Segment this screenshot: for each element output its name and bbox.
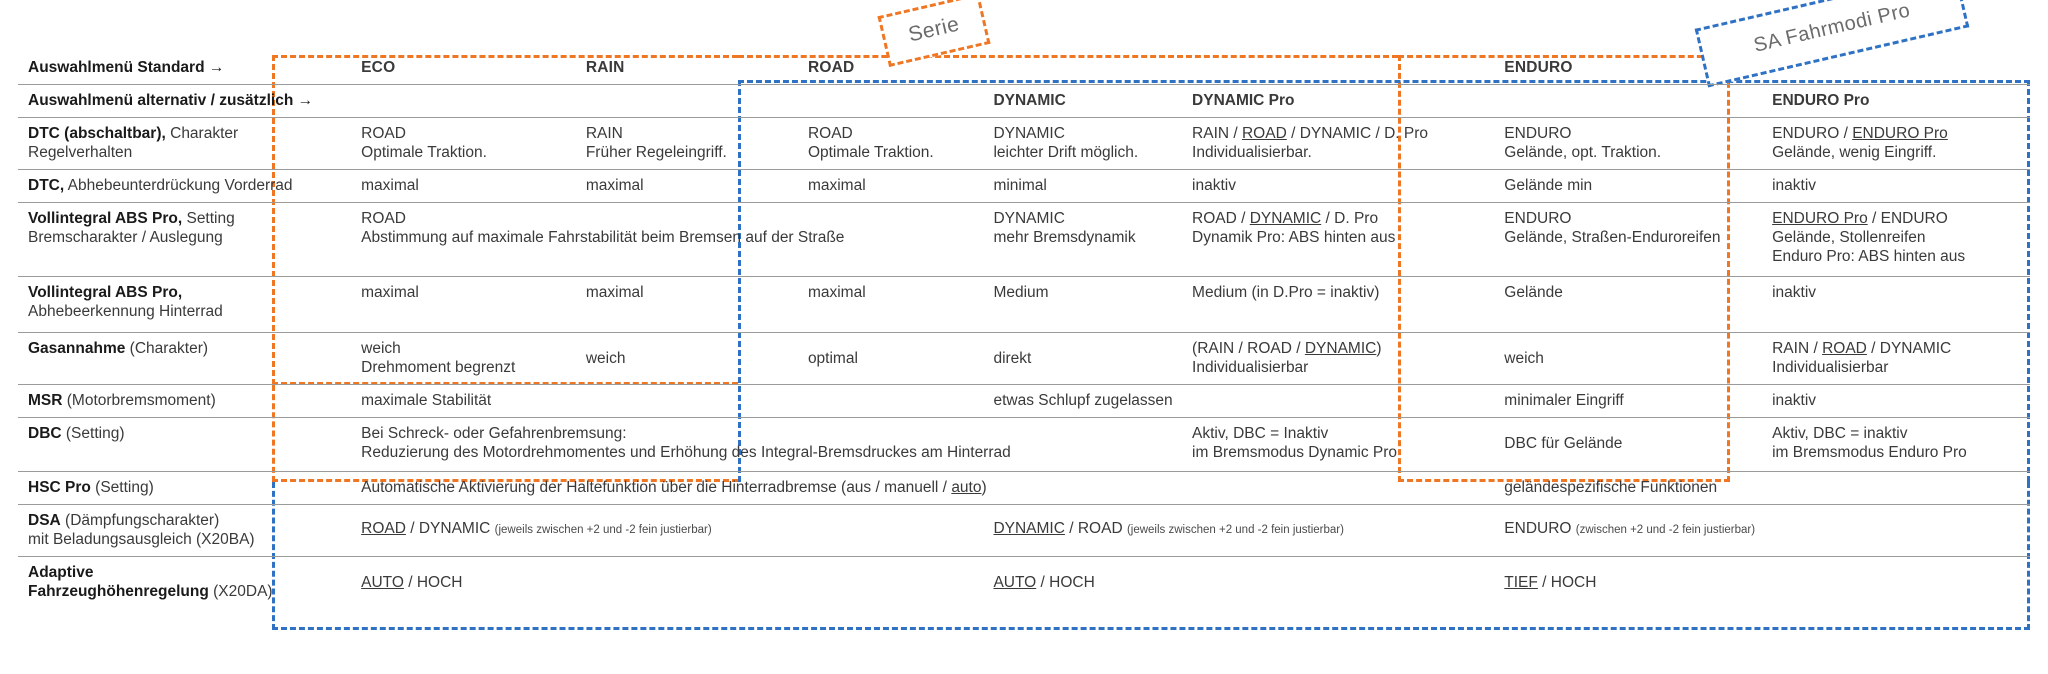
cell-abs-enduro-pro: ENDURO Pro / ENDURO Gelände, Stollenreif… [1762,202,2030,277]
alternativ-enduro-empty [1494,84,1763,118]
cell-absabh-eco: maximal [351,276,576,333]
col-header-enduro-pro: ENDURO Pro [1762,84,2030,118]
cell-dtcabh-dynamic-pro: inaktiv [1182,169,1495,203]
cell-dtc-road: ROAD Optimale Traktion. [797,117,984,170]
cell-gas-eco: weich Drehmoment begrenzt [351,332,576,385]
header-alternativ-label: Auswahlmenü alternativ / zusätzlich → [18,84,352,118]
row-label-msr: MSR (Motorbremsmoment) [18,384,352,418]
cell-dbc-enduro-pro: Aktiv, DBC = inaktiv im Bremsmodus Endur… [1762,417,2030,472]
col-header-dynamic: DYNAMIC [983,84,1183,118]
table-row-dsa: DSA (Dämpfungscharakter)mit Beladungsaus… [18,504,2030,557]
cell-msr-standard-merged: maximale Stabilität [351,384,984,418]
table-row-gasannahme: Gasannahme (Charakter) weich Drehmoment … [18,332,2030,385]
cell-dtc-enduro-pro: ENDURO / ENDURO Pro Gelände, wenig Eingr… [1762,117,2030,170]
cell-hsc-enduro: geländespezifische Funktionen [1494,471,2030,505]
cell-absabh-dynamic: Medium [983,276,1183,333]
cell-abs-dynamic-pro: ROAD / DYNAMIC / D. Pro Dynamik Pro: ABS… [1182,202,1495,277]
cell-gas-road: optimal [797,332,984,385]
row-label-dsa: DSA (Dämpfungscharakter)mit Beladungsaus… [18,504,352,557]
cell-dtcabh-dynamic: minimal [983,169,1183,203]
cell-abs-dynamic: DYNAMIC mehr Bremsdynamik [983,202,1183,277]
header-row-standard: Auswahlmenü Standard → ECO RAIN ROAD END… [18,52,2030,85]
col-header-eco: ECO [361,59,396,76]
row-label-abs-abhebe: Vollintegral ABS Pro,Abhebeerkennung Hin… [18,276,352,333]
cell-dbc-enduro: DBC für Gelände [1494,417,1763,472]
row-label-hsc-pro: HSC Pro (Setting) [18,471,352,505]
cell-msr-enduro: minimaler Eingriff [1494,384,1763,418]
cell-msr-enduro-pro: inaktiv [1762,384,2030,418]
table-row-hsc-pro: HSC Pro (Setting) Automatische Aktivieru… [18,471,2030,505]
cell-dbc-standard-merged: Bei Schreck- oder Gefahrenbremsung: Redu… [351,417,1183,472]
table-row-dtc-abhebe: DTC, Abhebeunterdrückung Vorderrad maxim… [18,169,2030,203]
cell-dsa-standard: ROAD / DYNAMIC (jeweils zwischen +2 und … [351,504,984,557]
header-standard-label: Auswahlmenü Standard → [28,59,225,76]
cell-adaptive-standard: AUTO / HOCH [351,556,984,608]
cell-dtc-enduro: ENDURO Gelände, opt. Traktion. [1494,117,1763,170]
cell-dtc-eco: ROAD Optimale Traktion. [351,117,576,170]
alternativ-std-empty [351,84,984,118]
cell-dbc-dynamic-pro: Aktiv, DBC = Inaktiv im Bremsmodus Dynam… [1182,417,1495,472]
row-label-dtc-abhebe: DTC, Abhebeunterdrückung Vorderrad [18,169,352,203]
cell-gas-dynamic-pro: (RAIN / ROAD / DYNAMIC) Individualisierb… [1182,332,1495,385]
cell-absabh-rain: maximal [575,276,798,333]
cell-dtc-dynamic-pro: RAIN / ROAD / DYNAMIC / D. Pro Individua… [1182,117,1495,170]
cell-adaptive-enduro: TIEF / HOCH [1494,556,2030,608]
cell-absabh-enduro: Gelände [1494,276,1763,333]
cell-dsa-dynamic: DYNAMIC / ROAD (jeweils zwischen +2 und … [983,504,1495,557]
cell-gas-enduro: weich [1494,332,1763,385]
cell-gas-dynamic: direkt [983,332,1183,385]
cell-dsa-enduro: ENDURO (zwischen +2 und -2 fein justierb… [1494,504,2030,557]
cell-abs-enduro: ENDURO Gelände, Straßen-Enduroreifen [1494,202,1763,277]
cell-msr-dynamic-merged: etwas Schlupf zugelassen [983,384,1495,418]
col-header-spacer [983,52,1494,85]
table-row-abs-abhebe: Vollintegral ABS Pro,Abhebeerkennung Hin… [18,276,2030,333]
col-header-road: ROAD [807,59,855,76]
cell-gas-rain: weich [575,332,798,385]
cell-dtcabh-enduro: Gelände min [1494,169,1763,203]
header-row-alternativ: Auswahlmenü alternativ / zusätzlich → DY… [18,84,2030,118]
cell-absabh-enduro-pro: inaktiv [1762,276,2030,333]
cell-gas-enduro-pro: RAIN / ROAD / DYNAMIC Individualisierbar [1762,332,2030,385]
riding-modes-table: Auswahlmenü Standard → ECO RAIN ROAD END… [18,52,2030,608]
cell-abs-standard-merged: ROAD Abstimmung auf maximale Fahrstabili… [351,202,984,277]
table-row-msr: MSR (Motorbremsmoment) maximale Stabilit… [18,384,2030,418]
cell-adaptive-dynamic: AUTO / HOCH [983,556,1495,608]
cell-dtcabh-rain: maximal [575,169,798,203]
cell-dtc-dynamic: DYNAMIC leichter Drift möglich. [983,117,1183,170]
cell-absabh-dynamic-pro: Medium (in D.Pro = inaktiv) [1182,276,1495,333]
cell-hsc-merged: Automatische Aktivierung der Haltefunkti… [351,471,1495,505]
cell-dtc-rain: RAIN Früher Regeleingriff. [575,117,798,170]
cell-dtcabh-eco: maximal [351,169,576,203]
cell-absabh-road: maximal [797,276,984,333]
cell-dtcabh-road: maximal [797,169,984,203]
row-label-gasannahme: Gasannahme (Charakter) [18,332,352,385]
col-header-rain: RAIN [585,59,625,76]
cell-dtcabh-enduro-pro: inaktiv [1762,169,2030,203]
col-header-dynamic-pro: DYNAMIC Pro [1182,84,1495,118]
table-row-dbc: DBC (Setting) Bei Schreck- oder Gefahren… [18,417,2030,472]
col-header-enduro: ENDURO [1504,59,1573,76]
row-label-dbc: DBC (Setting) [18,417,352,472]
